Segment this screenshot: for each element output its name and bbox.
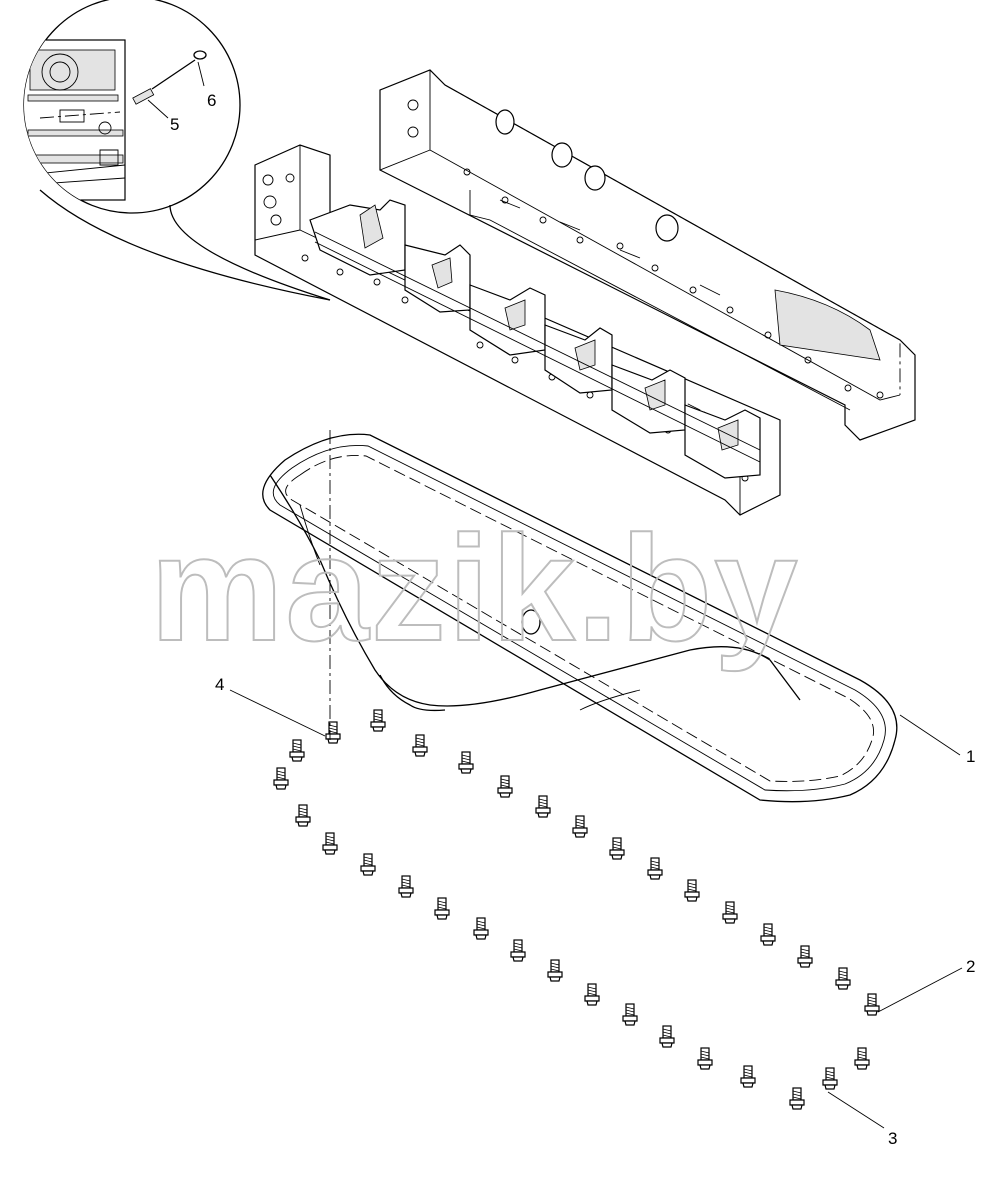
dipstick-tube <box>132 88 155 105</box>
bolt <box>295 804 311 827</box>
bolt <box>434 897 450 920</box>
watermark: mazik.by <box>150 504 800 672</box>
bolt <box>398 875 414 898</box>
bolt <box>325 721 341 744</box>
callout-4: 4 <box>215 675 224 694</box>
bolt <box>458 751 474 774</box>
callout-3: 3 <box>888 1129 897 1148</box>
bolt <box>864 993 880 1016</box>
bolt <box>659 1025 675 1048</box>
bolt <box>740 1065 756 1088</box>
oil-pan <box>262 433 898 803</box>
leader-lines <box>147 61 963 1129</box>
bolt <box>584 983 600 1006</box>
callout-5: 5 <box>170 115 179 134</box>
bolt <box>854 1047 870 1070</box>
bolt <box>497 775 513 798</box>
bolt <box>370 709 386 732</box>
bolt <box>797 945 813 968</box>
bolt <box>684 879 700 902</box>
callout-2: 2 <box>966 957 975 976</box>
bolt <box>622 1003 638 1026</box>
crank-saddles <box>309 199 761 479</box>
bolt <box>835 967 851 990</box>
bolt <box>535 795 551 818</box>
bolt <box>273 767 289 790</box>
bolt <box>789 1087 805 1110</box>
bolt <box>822 1067 838 1090</box>
dipstick <box>151 50 207 90</box>
bolt <box>647 857 663 880</box>
callout-6: 6 <box>207 91 216 110</box>
bolt <box>609 837 625 860</box>
bolt <box>722 901 738 924</box>
bolt <box>572 815 588 838</box>
pan-bolts <box>273 709 880 1110</box>
bolt <box>473 917 489 940</box>
bolt <box>289 739 305 762</box>
bolt <box>760 923 776 946</box>
detail-view <box>23 0 331 301</box>
bolt <box>697 1047 713 1070</box>
bolt <box>510 939 526 962</box>
bolt <box>360 853 376 876</box>
bolt <box>322 832 338 855</box>
callout-1: 1 <box>966 747 975 766</box>
engine-block-frame <box>254 69 916 516</box>
bolt <box>547 959 563 982</box>
bolt <box>412 734 428 757</box>
